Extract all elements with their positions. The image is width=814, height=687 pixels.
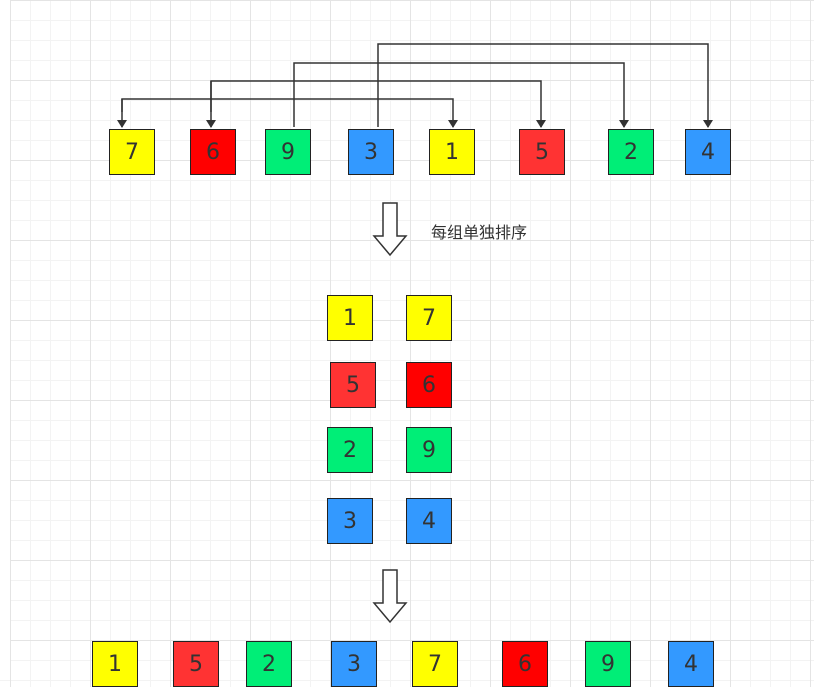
group-connector-1 xyxy=(121,98,458,128)
original-element-2: 6 xyxy=(190,129,236,175)
step-label: 每组单独排序 xyxy=(431,223,528,242)
group-1-element-2: 7 xyxy=(406,295,452,341)
down-arrow-icon xyxy=(372,569,408,624)
group-4-element-2: 4 xyxy=(406,498,452,544)
group-connector-2 xyxy=(210,80,546,128)
result-element-2: 5 xyxy=(173,641,219,687)
down-arrow-icon xyxy=(372,202,408,257)
diagram-connectors xyxy=(117,43,713,624)
group-3-element-1: 2 xyxy=(327,427,373,473)
group-4-element-1: 3 xyxy=(327,498,373,544)
result-element-5: 7 xyxy=(412,641,458,687)
original-element-6: 5 xyxy=(519,129,565,175)
result-element-3: 2 xyxy=(246,641,292,687)
original-element-4: 3 xyxy=(348,129,394,175)
canvas-margin xyxy=(0,0,10,664)
result-element-6: 6 xyxy=(502,641,548,687)
group-2-element-2: 6 xyxy=(406,362,452,408)
result-element-8: 4 xyxy=(668,641,714,687)
group-1-element-1: 1 xyxy=(327,295,373,341)
result-element-1: 1 xyxy=(92,641,138,687)
result-element-4: 3 xyxy=(331,641,377,687)
group-connector-3 xyxy=(293,62,629,128)
original-element-8: 4 xyxy=(685,129,731,175)
group-3-element-2: 9 xyxy=(406,427,452,473)
original-element-7: 2 xyxy=(608,129,654,175)
group-2-element-1: 5 xyxy=(330,362,376,408)
original-element-5: 1 xyxy=(429,129,475,175)
group-connector-4 xyxy=(377,43,713,128)
result-element-7: 9 xyxy=(585,641,631,687)
original-element-1: 7 xyxy=(109,129,155,175)
original-element-3: 9 xyxy=(265,129,311,175)
